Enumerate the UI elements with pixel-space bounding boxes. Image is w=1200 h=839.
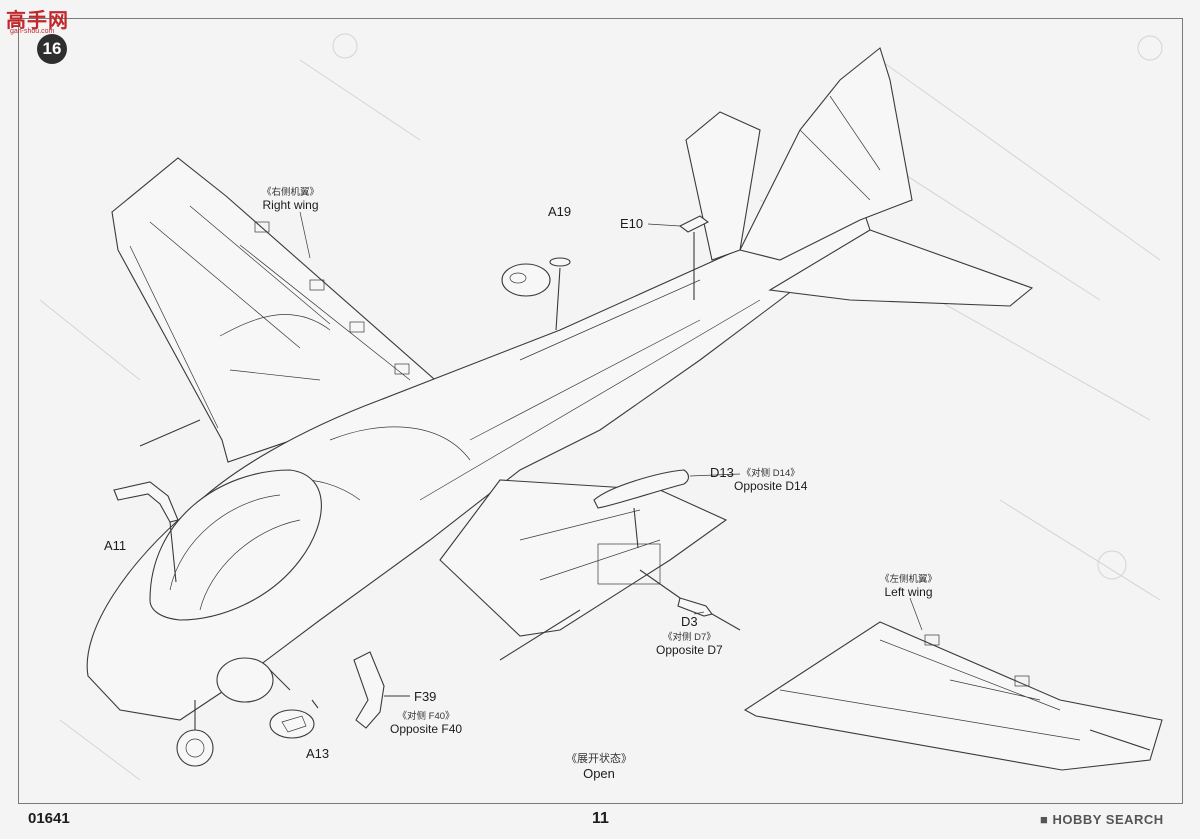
right-wing-label: Right wing: [262, 198, 319, 212]
step-number-badge: 16: [37, 34, 67, 64]
part-d3-drawing: [639, 569, 741, 631]
part-a19-label: A19: [548, 204, 572, 219]
background-ghost-lines: [39, 33, 1163, 781]
part-a13-label: A13: [306, 746, 330, 761]
part-f39-drawing: [353, 651, 410, 729]
right-wing-hinge-marks: [254, 221, 410, 375]
d14-callout: 《对侧 D14》 Opposite D14: [734, 465, 807, 493]
watermark-brand: 高手网: [6, 10, 69, 32]
left-wing-label-cn: 《左侧机翼》: [880, 574, 938, 585]
part-a13-drawing: [269, 669, 319, 739]
d3-callout: D3 《对侧 D7》 Opposite D7: [656, 614, 723, 657]
d7-label: Opposite D7: [656, 643, 723, 657]
open-state-callout: 《展开状态》 Open: [566, 750, 632, 781]
leader-lines: [299, 211, 923, 631]
left-wing-callout: 《左侧机翼》 Left wing: [880, 571, 937, 599]
watermark-url: gan-shou.com: [10, 28, 55, 35]
vertical-tail-drawing: [685, 47, 913, 261]
open-state-label: Open: [583, 766, 615, 781]
f40-callout: 《对侧 F40》 Opposite F40: [390, 708, 462, 736]
hobby-search-icon: ■: [1040, 812, 1053, 827]
left-wing-drawing: [743, 621, 1163, 771]
part-f39-label: F39: [414, 689, 437, 704]
d7-label-cn: 《对侧 D7》: [662, 632, 716, 643]
horizontal-stabilizer-drawing: [768, 229, 1034, 307]
part-d13-label: D13: [710, 465, 734, 480]
part-d13-drawing: [593, 469, 690, 549]
wing-stub-drawing: [439, 479, 728, 661]
part-a19-drawing: [501, 257, 571, 331]
part-a11-label: A11: [104, 538, 127, 553]
fuselage-drawing: [86, 199, 871, 767]
page-frame: [18, 18, 1183, 804]
d14-label-cn: 《对侧 D14》: [741, 468, 800, 479]
f40-label: Opposite F40: [390, 722, 463, 736]
source-watermark: ■ HOBBY SEARCH: [1040, 812, 1164, 827]
kit-number: 01641: [28, 810, 70, 827]
part-d3-label: D3: [681, 614, 698, 629]
part-e10-label: E10: [620, 216, 644, 231]
right-wing-callout: 《右侧机翼》 Right wing: [262, 184, 319, 212]
part-e10-drawing: [678, 215, 710, 300]
source-brand: HOBBY SEARCH: [1052, 812, 1164, 827]
right-wing-label-cn: 《右侧机翼》: [262, 187, 320, 198]
page-number: 11: [592, 810, 609, 827]
watermark-logo: 高手网 gan-shou.com: [4, 4, 74, 40]
d14-label: Opposite D14: [734, 479, 808, 493]
part-a11-drawing: [113, 481, 179, 583]
f40-label-cn: 《对侧 F40》: [397, 711, 455, 722]
left-wing-label: Left wing: [884, 585, 933, 599]
open-state-label-cn: 《展开状态》: [566, 753, 632, 765]
